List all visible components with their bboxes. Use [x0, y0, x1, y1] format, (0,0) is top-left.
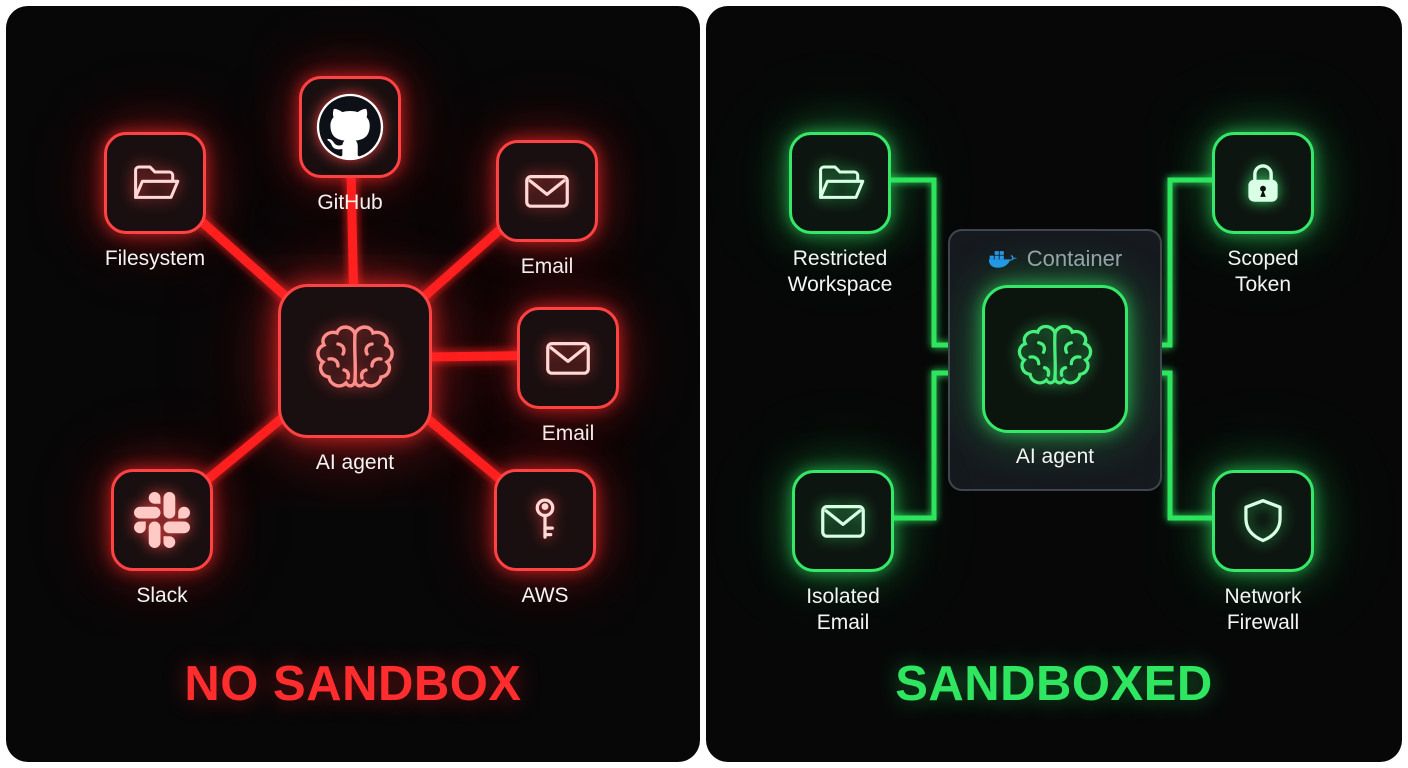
- email-right-label: Email: [541, 422, 595, 445]
- filesystem-label: Filesystem: [104, 247, 206, 270]
- shield-icon: [1244, 499, 1282, 543]
- node-aws: AWS: [460, 469, 630, 609]
- brain-icon: [316, 325, 394, 388]
- node-github: GitHub: [265, 76, 435, 216]
- node-ai-agent: AI agent: [255, 284, 455, 476]
- container-box: Container AI agent: [948, 229, 1162, 491]
- sandboxed-ai-agent-label: AI agent: [1015, 445, 1095, 468]
- slack-label: Slack: [136, 584, 188, 607]
- slack-tile: [111, 469, 213, 571]
- isolated-email-tile: [792, 470, 894, 572]
- ai-agent-tile: [278, 284, 432, 438]
- aws-tile: [494, 469, 596, 571]
- node-scoped-token: Scoped Token: [1178, 132, 1348, 297]
- restricted-workspace-label: Restricted Workspace: [787, 247, 893, 296]
- folder-icon: [819, 165, 865, 199]
- container-label: Container: [1026, 246, 1123, 271]
- node-restricted-workspace: Restricted Workspace: [755, 132, 925, 297]
- slack-icon: [134, 492, 190, 548]
- sandboxed-ai-agent-tile: [982, 285, 1128, 433]
- node-email-top: Email: [462, 140, 632, 280]
- ai-agent-label: AI agent: [315, 451, 395, 474]
- sandboxed-panel: Restricted Workspace Scoped Token: [706, 6, 1402, 762]
- github-label: GitHub: [317, 191, 383, 214]
- isolated-email-label: Isolated Email: [806, 585, 880, 634]
- no-sandbox-title: NO SANDBOX: [184, 657, 522, 711]
- github-icon: [316, 93, 384, 161]
- docker-icon: [988, 251, 1017, 268]
- no-sandbox-panel: Filesystem GitHub Email: [6, 6, 700, 762]
- node-filesystem: Filesystem: [70, 132, 240, 272]
- github-tile: [299, 76, 401, 178]
- sandboxed-title: SANDBOXED: [895, 657, 1213, 711]
- network-firewall-label: Network Firewall: [1224, 585, 1302, 634]
- email-top-label: Email: [520, 255, 574, 278]
- envelope-icon: [525, 175, 569, 208]
- node-email-right: Email: [483, 307, 653, 447]
- envelope-icon: [821, 505, 865, 538]
- node-network-firewall: Network Firewall: [1178, 470, 1348, 635]
- node-isolated-email: Isolated Email: [758, 470, 928, 635]
- email-top-tile: [496, 140, 598, 242]
- restricted-workspace-tile: [789, 132, 891, 234]
- scoped-token-label: Scoped Token: [1227, 247, 1299, 296]
- node-slack: Slack: [77, 469, 247, 609]
- key-icon: [535, 498, 555, 539]
- envelope-icon: [546, 342, 590, 375]
- lock-icon: [1248, 164, 1278, 202]
- container-header: Container: [988, 246, 1122, 272]
- brain-icon: [1017, 324, 1093, 385]
- filesystem-tile: [104, 132, 206, 234]
- green-connector-lines: [885, 177, 1218, 521]
- aws-label: AWS: [521, 584, 569, 607]
- folder-icon: [134, 165, 180, 199]
- email-right-tile: [517, 307, 619, 409]
- network-firewall-tile: [1212, 470, 1314, 572]
- scoped-token-tile: [1212, 132, 1314, 234]
